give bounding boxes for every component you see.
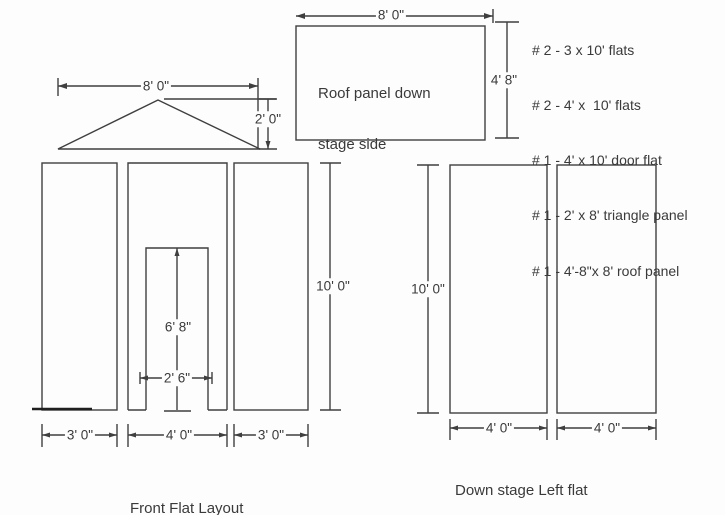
front-door-flat-outline (127, 162, 228, 410)
dim-front-flat1-width: 3' 0" (64, 427, 96, 443)
downstage-layout-caption: Down stage Left flat layout (455, 482, 588, 499)
front-flat-right-outline (233, 162, 309, 411)
front-layout-caption: Front Flat Layout House Erronious (130, 500, 244, 515)
parts-list-item: # 1 - 2' x 8' triangle panel (532, 207, 688, 224)
dimension-arrowheads (42, 13, 656, 438)
parts-list-item: # 2 - 4' x 10' flats (532, 97, 641, 114)
dim-roof-height: 4' 8" (488, 72, 520, 88)
roof-panel-outline (295, 25, 486, 141)
downstage-flat-left-outline (449, 164, 548, 414)
dim-door-height: 6' 8" (162, 319, 194, 335)
triangle-panel-outline (57, 99, 261, 150)
parts-list-item: # 2 - 3 x 10' flats (532, 41, 635, 58)
parts-list-item: # 1 - 4' x 10' door flat (532, 152, 662, 169)
parts-list: # 2 - 3 x 10' flats # 2 - 4' x 10' flats… (532, 4, 688, 317)
front-flat-left-outline (41, 162, 118, 411)
dim-downstage-height: 10' 0" (409, 281, 447, 297)
roof-panel-label: Roof panel down stage side (318, 85, 431, 153)
dim-roof-width: 8' 0" (375, 7, 407, 23)
dim-downstage-flat1-width: 4' 0" (483, 420, 515, 436)
dim-triangle-width: 8' 0" (140, 78, 172, 94)
downstage-flat-right-outline (556, 164, 657, 414)
parts-list-item: # 1 - 4'-8"x 8' roof panel (532, 262, 680, 279)
dim-downstage-flat2-width: 4' 0" (591, 420, 623, 436)
dim-front-flat2-width: 4' 0" (163, 427, 195, 443)
dim-door-width: 2' 6" (161, 370, 193, 386)
dim-triangle-height: 2' 0" (252, 111, 284, 127)
dim-front-height: 10' 0" (314, 278, 352, 294)
dim-front-flat3-width: 3' 0" (255, 427, 287, 443)
